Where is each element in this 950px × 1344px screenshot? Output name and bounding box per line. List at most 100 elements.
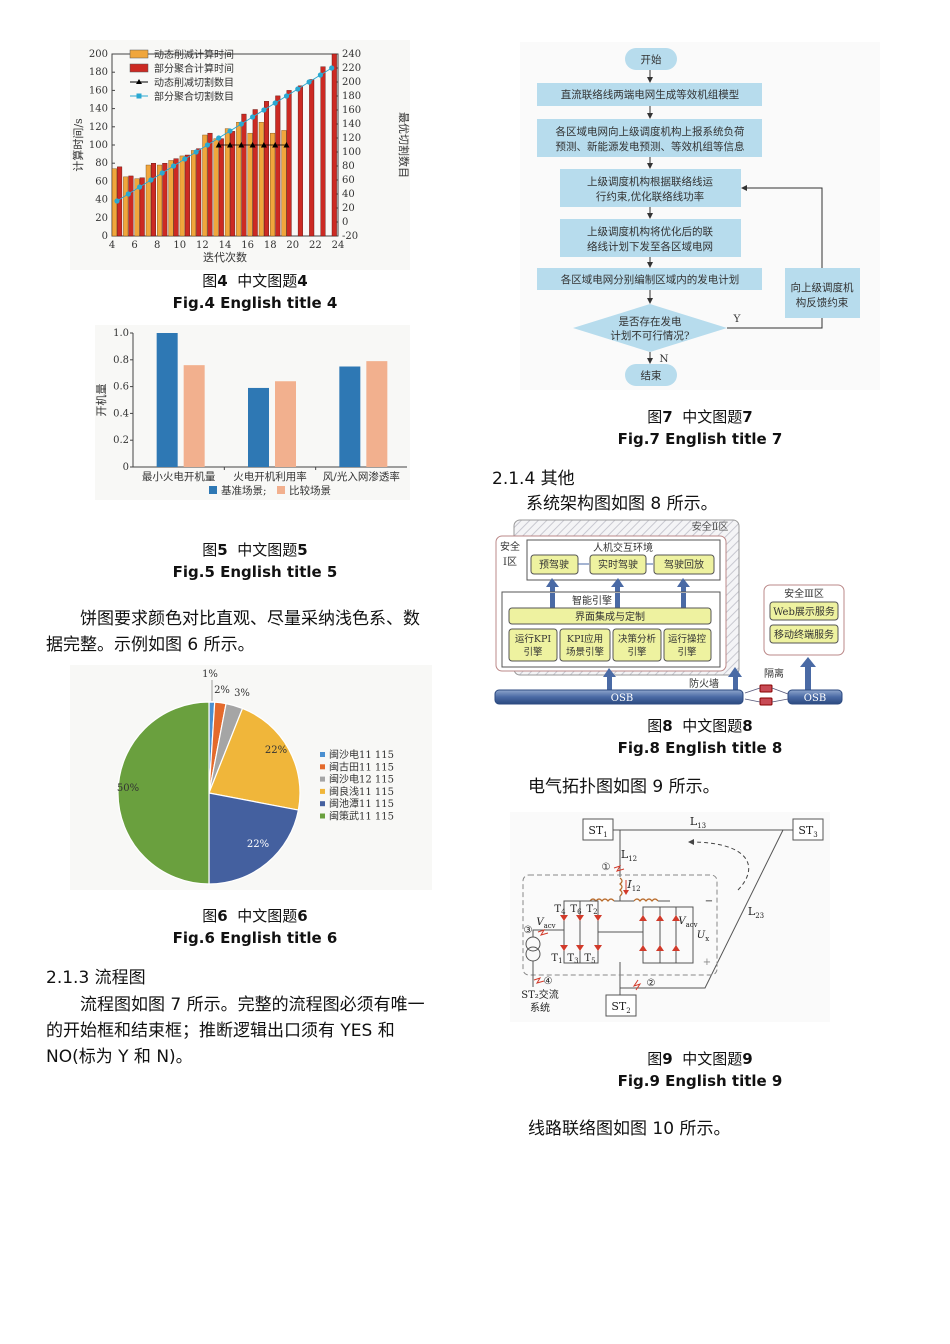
- figure-4-caption: 图4 中文图题4 Fig.4 English title 4: [40, 270, 470, 314]
- figure-9-caption: 图9 中文图题9 Fig.9 English title 9: [490, 1048, 910, 1092]
- caption-title: 中文图题: [682, 408, 743, 426]
- minus-terminal: −: [705, 896, 713, 907]
- t3-label: T: [567, 953, 574, 964]
- figure-7-caption: 图7 中文图题7 Fig.7 English title 7: [490, 406, 910, 450]
- svg-text:0.2: 0.2: [113, 435, 129, 446]
- process-box-2: [537, 119, 762, 157]
- vacv-left-sub: acv: [544, 922, 556, 930]
- svg-text:动态削减切割数目: 动态削减切割数目: [154, 76, 234, 89]
- paragraph-line: NO(标为 Y 和 N)。: [46, 1047, 193, 1067]
- caption-title: 中文图题: [237, 907, 298, 925]
- caption-prefix: 图: [202, 272, 218, 290]
- figure-7-flowchart: 开始 直流联络线两端电网生成等效机组模型 各区域电网向上级调度机构上报系统负荷 …: [520, 42, 880, 390]
- vacv-right-sub: acv: [686, 921, 698, 929]
- paragraph-line: 流程图如图 7 所示。完整的流程图必须有唯一: [80, 995, 425, 1015]
- integration-label: 界面集成与定制: [575, 610, 645, 623]
- svg-text:20: 20: [342, 203, 355, 214]
- svg-text:部分聚合切割数目: 部分聚合切割数目: [154, 90, 234, 103]
- caption-prefix: 图: [647, 717, 663, 735]
- slice-label: 1%: [202, 669, 218, 680]
- caption-title-number: 6: [297, 907, 308, 925]
- svg-text:0.6: 0.6: [113, 382, 129, 393]
- svg-text:比较场景: 比较场景: [289, 484, 331, 497]
- figure-9-topology: ST1 ST3 ST2 L13 L12 L23 I12: [510, 812, 830, 1022]
- caption-number: 7: [662, 408, 673, 426]
- power-flow-arrow: [689, 841, 749, 891]
- osb-label-main: OSB: [611, 693, 633, 704]
- feedback-box: [785, 268, 860, 318]
- feedback-label-line2: 构反馈约束: [796, 296, 849, 309]
- svg-text:基准场景;: 基准场景;: [221, 484, 267, 497]
- svg-text:240: 240: [342, 49, 361, 60]
- svg-text:L13: L13: [690, 815, 706, 830]
- category-label: 最小火电开机量: [142, 470, 216, 483]
- fault-point-1: ①: [602, 862, 611, 873]
- svg-text:Ux: Ux: [697, 930, 709, 943]
- process-box-5: [537, 268, 762, 290]
- st1-sub: 1: [603, 831, 607, 839]
- svg-text:I12: I12: [626, 878, 640, 893]
- st3-sub: 3: [813, 831, 817, 839]
- pre-driving-label: 预驾驶: [539, 558, 569, 571]
- svg-text:120: 120: [342, 133, 361, 144]
- decision-label-line2: 计划不可行情况?: [610, 329, 689, 342]
- mobile-service-label: 移动终端服务: [774, 628, 834, 641]
- integration-box: [508, 607, 712, 625]
- fault-point-4: ④: [544, 976, 553, 987]
- svg-text:T4: T4: [554, 904, 566, 916]
- caption-en: Fig.5 English title 5: [172, 563, 338, 581]
- svg-text:40: 40: [95, 195, 108, 206]
- step4-label-line2: 络线计划下发至各区域电网: [587, 240, 713, 253]
- svg-text:L23: L23: [748, 905, 764, 920]
- step3-label-line1: 上级调度机构根据联络线运: [587, 175, 713, 188]
- t5-label: T: [584, 953, 591, 964]
- caption-en: Fig.9 English title 9: [617, 1072, 783, 1090]
- caption-title-number: 9: [742, 1050, 753, 1068]
- web-service-label: Web展示服务: [773, 605, 835, 618]
- slice-label: 50%: [117, 783, 139, 794]
- caption-title-number: 8: [742, 717, 753, 735]
- st1-label: ST: [588, 824, 604, 837]
- svg-text:4: 4: [109, 240, 115, 251]
- paragraph-electrical: 电气拓扑图如图 9 所示。: [528, 777, 720, 797]
- vacv-left-label: V: [536, 917, 545, 928]
- driving-playback-label: 驾驶回放: [664, 558, 704, 571]
- yes-label: Y: [733, 313, 742, 325]
- architecture-diagram: 安全Ⅱ区 安全 Ⅰ区 人机交互环境 预驾驶 实时驾驶 驾驶回放 智能引擎 界面集: [494, 519, 845, 706]
- ac-system-label-line1: ST₂交流: [521, 988, 559, 1001]
- step3-label-line2: 行约束,优化联络线功率: [596, 190, 704, 203]
- svg-text:8: 8: [154, 240, 160, 251]
- l13-label: L: [690, 815, 698, 828]
- paragraph-line: 据完整。示例如图 6 所示。: [46, 635, 255, 655]
- caption-en: Fig.7 English title 7: [617, 430, 783, 448]
- caption-en: Fig.8 English title 8: [617, 739, 783, 757]
- figure-6-caption: 图6 中文图题6 Fig.6 English title 6: [40, 905, 470, 949]
- section-heading-2-1-4: 2.1.4 其他: [492, 469, 575, 489]
- svg-text:80: 80: [342, 161, 355, 172]
- paragraph-flowchart-requirements: 流程图如图 7 所示。完整的流程图必须有唯一 的开始框和结束框；推断逻辑出口须有…: [46, 992, 466, 1070]
- ac-system-label-line2: 系统: [530, 1001, 550, 1014]
- svg-text:闽池潭11 115: 闽池潭11 115: [329, 797, 394, 810]
- svg-text:10: 10: [173, 240, 186, 251]
- paragraph-line-connection: 线路联络图如图 10 所示。: [528, 1119, 731, 1139]
- feedback-label-line1: 向上级调度机: [791, 281, 854, 294]
- svg-text:180: 180: [89, 67, 108, 78]
- caption-cn: 图8 中文图题8: [490, 715, 910, 737]
- svg-text:0: 0: [102, 231, 108, 242]
- svg-text:部分聚合计算时间: 部分聚合计算时间: [154, 62, 234, 75]
- svg-text:100: 100: [89, 140, 108, 151]
- t1-sub: 1: [558, 957, 562, 965]
- caption-prefix: 图: [647, 1050, 663, 1068]
- svg-text:80: 80: [95, 158, 108, 169]
- isolation-device-icon: [744, 684, 789, 706]
- engine-2-label-line2: 场景引擎: [566, 646, 605, 658]
- svg-text:20: 20: [95, 213, 108, 224]
- caption-title-number: 4: [297, 272, 308, 290]
- caption-title-number: 7: [742, 408, 753, 426]
- no-label: N: [659, 353, 668, 365]
- svg-text:200: 200: [89, 49, 108, 60]
- zone1-label-line2: Ⅰ区: [503, 556, 517, 568]
- caption-cn: 图9 中文图题9: [490, 1048, 910, 1070]
